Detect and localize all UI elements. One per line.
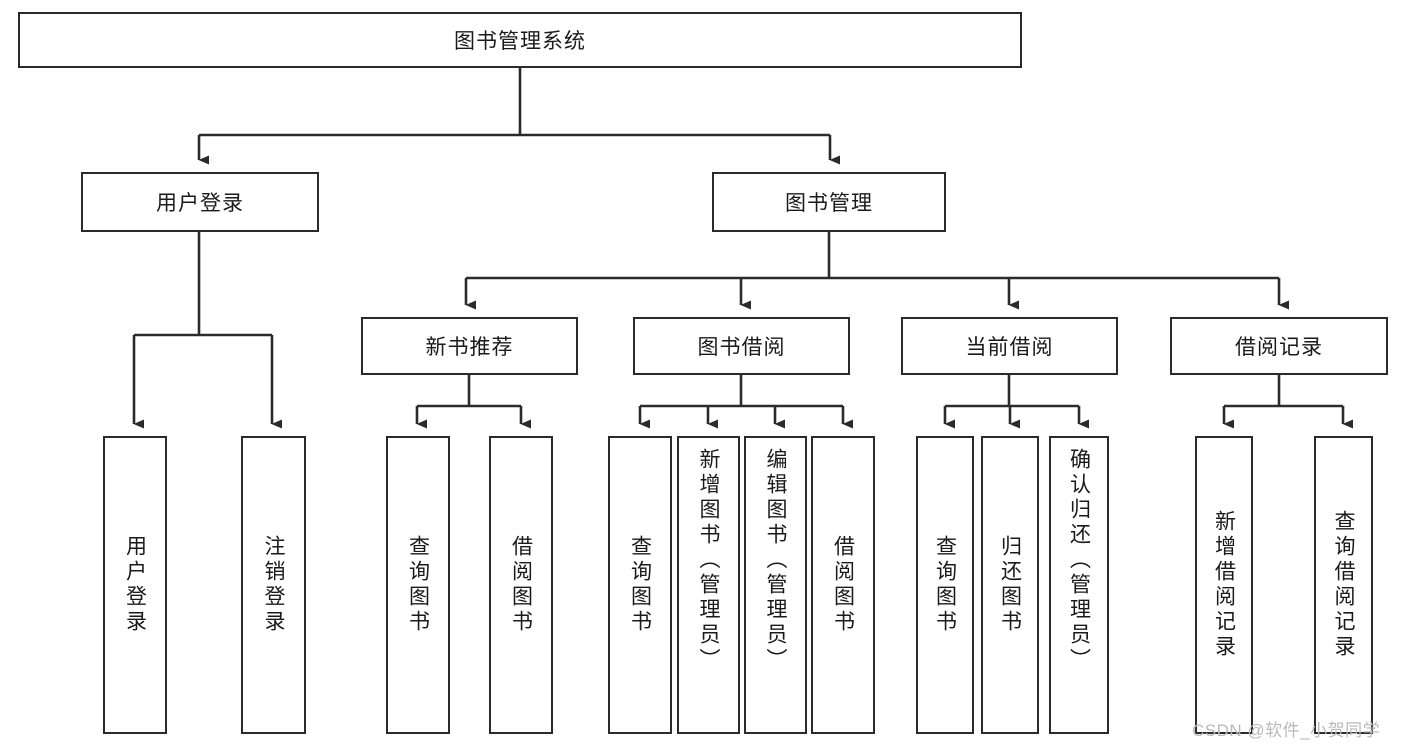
node-label: 借阅图书 [509,535,533,635]
leaf-record-add-borrow-record[interactable]: 新增借阅记录 [1195,436,1253,734]
node-label: 用户登录 [123,535,147,635]
leaf-borrow-edit-book-admin[interactable]: 编辑图书（管理员） [744,436,807,734]
node-label: 新书推荐 [425,336,514,359]
node-book-management[interactable]: 图书管理 [712,172,946,232]
node-user-login[interactable]: 用户登录 [81,172,319,232]
leaf-borrow-borrow-book[interactable]: 借阅图书 [811,436,875,734]
leaf-newbook-query-book[interactable]: 查询图书 [386,436,450,734]
leaf-borrow-add-book-admin[interactable]: 新增图书（管理员） [677,436,740,734]
node-label: 编辑图书（管理员） [764,448,787,673]
node-label: 图书借阅 [697,336,786,359]
leaf-logout-login[interactable]: 注销登录 [241,436,306,734]
node-label: 新增图书（管理员） [697,448,720,673]
leaf-current-return-book[interactable]: 归还图书 [981,436,1039,734]
leaf-user-login[interactable]: 用户登录 [103,436,167,734]
leaf-record-query-borrow-record[interactable]: 查询借阅记录 [1314,436,1373,734]
node-book-borrow[interactable]: 图书借阅 [633,317,850,375]
node-label: 图书管理 [785,192,873,215]
node-label: 归还图书 [998,535,1022,635]
node-label: 图书管理系统 [454,30,586,53]
node-borrow-record[interactable]: 借阅记录 [1170,317,1388,375]
leaf-borrow-query-book[interactable]: 查询图书 [608,436,672,734]
csdn-watermark: CSDN @软件_小贺同学 [1192,721,1381,740]
node-label: 确认归还（管理员） [1067,448,1091,673]
leaf-current-confirm-return-admin[interactable]: 确认归还（管理员） [1049,436,1109,734]
node-label: 用户登录 [156,192,244,215]
node-label: 新增借阅记录 [1212,510,1236,660]
node-current-borrow[interactable]: 当前借阅 [901,317,1118,375]
leaf-newbook-borrow-book[interactable]: 借阅图书 [489,436,553,734]
node-new-book-recommend[interactable]: 新书推荐 [361,317,578,375]
node-label: 当前借阅 [965,336,1054,359]
node-label: 查询借阅记录 [1332,510,1355,660]
node-label: 查询图书 [628,535,652,635]
node-label: 查询图书 [406,535,430,635]
node-label: 注销登录 [262,535,285,635]
node-label: 借阅记录 [1235,336,1323,359]
node-label: 借阅图书 [831,535,855,635]
leaf-current-query-book[interactable]: 查询图书 [916,436,974,734]
node-root-system[interactable]: 图书管理系统 [18,12,1022,68]
node-label: 查询图书 [933,535,957,635]
